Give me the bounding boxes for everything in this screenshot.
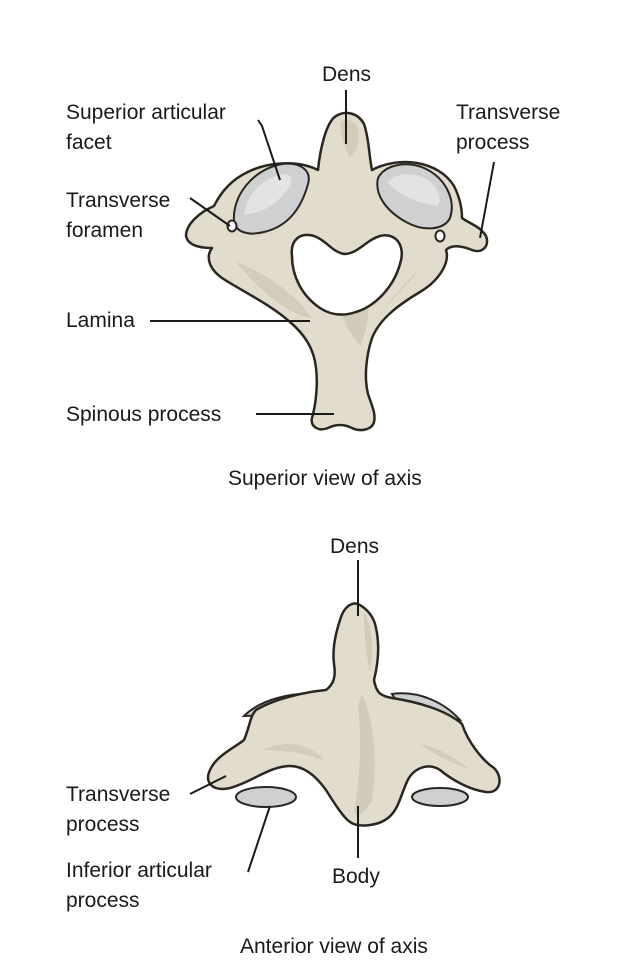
vertebral-foramen: [290, 233, 403, 316]
label-transverse-process-anterior-line2: process: [66, 813, 140, 836]
transverse-foramen-left: [226, 219, 238, 233]
anterior-view-illustration: [206, 602, 501, 827]
anterior-view-shading: [354, 694, 375, 815]
label-inferior-articular-process-line2: process: [66, 889, 140, 912]
leader-transverse-foramen: [189, 197, 231, 227]
leader-inferior-articular-process: [247, 805, 271, 873]
label-spinous-process: Spinous process: [66, 403, 222, 426]
label-body: Body: [332, 865, 380, 888]
transverse-foramen-right: [434, 229, 446, 243]
caption-anterior-view: Anterior view of axis: [240, 935, 428, 958]
label-superior-articular-facet-line1: Superior articular: [66, 101, 226, 124]
label-transverse-process-anterior-line1: Transverse: [66, 783, 171, 806]
label-transverse-foramen-line2: foramen: [66, 219, 144, 242]
caption-superior-view: Superior view of axis: [228, 467, 422, 490]
leader-transverse-process-superior: [479, 161, 495, 239]
label-inferior-articular-process-line1: Inferior articular: [66, 859, 212, 882]
label-dens-superior: Dens: [322, 63, 372, 86]
anterior-view-bone: [206, 602, 501, 827]
inferior-articular-process-right: [411, 787, 469, 807]
anterior-view-leader-lines: [189, 560, 359, 873]
label-transverse-process-superior-line2: process: [456, 131, 530, 154]
superior-view-leader-lines: [150, 90, 495, 415]
inferior-articular-process-left: [235, 786, 297, 808]
leader-superior-articular-facet: [257, 119, 281, 181]
label-dens-anterior: Dens: [330, 535, 380, 558]
label-transverse-process-superior-line1: Transverse: [456, 101, 561, 124]
label-lamina: Lamina: [66, 309, 135, 332]
label-transverse-foramen-line1: Transverse: [66, 189, 171, 212]
label-superior-articular-facet-line2: facet: [66, 131, 112, 154]
superior-view-illustration: [184, 111, 489, 432]
leader-transverse-process-anterior: [189, 775, 227, 795]
